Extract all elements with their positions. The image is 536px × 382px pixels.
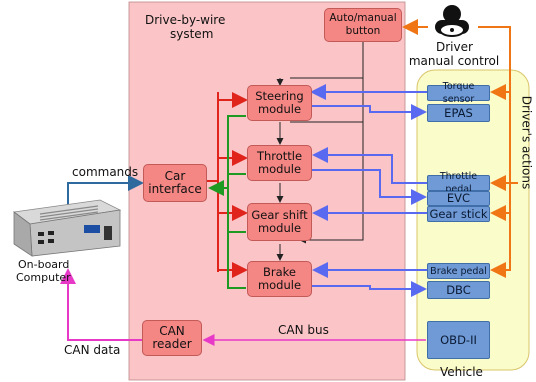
- evc-part: EVC: [427, 191, 490, 206]
- system-title-line1: Drive-by-wire: [145, 13, 226, 27]
- brake-pedal-part: Brake pedal: [427, 263, 490, 279]
- torque-sensor-part: Torque sensor: [427, 81, 490, 105]
- driver-label-line1: Driver: [436, 40, 473, 54]
- commands-edge-label: commands: [72, 165, 139, 179]
- auto-manual-button[interactable]: Auto/manual button: [324, 8, 402, 42]
- computer-label-line1: On-board: [18, 258, 70, 271]
- obd-ii-part: OBD-II: [427, 321, 490, 359]
- driver-label-line2: manual control: [408, 54, 500, 68]
- can-data-edge-label: CAN data: [64, 343, 121, 357]
- throttle-module: Throttle module: [247, 145, 312, 181]
- throttle-pedal-part: Throttle pedal: [427, 171, 490, 195]
- can-bus-edge-label: CAN bus: [278, 323, 329, 337]
- steering-module: Steering module: [247, 85, 312, 121]
- gear-stick-part: Gear stick: [427, 206, 490, 222]
- car-interface-box: Car interface: [143, 164, 207, 202]
- computer-icon: [12, 199, 122, 257]
- brake-module: Brake module: [247, 261, 312, 297]
- drivers-actions-label: Driver's actions: [519, 95, 534, 190]
- epas-part: EPAS: [427, 104, 490, 122]
- can-reader-box: CAN reader: [142, 320, 202, 356]
- system-title-line2: system: [170, 27, 214, 41]
- dbc-part: DBC: [427, 281, 490, 299]
- vehicle-label: Vehicle: [440, 365, 483, 379]
- computer-label-line2: Computer: [16, 271, 71, 284]
- gear-shift-module: Gear shift module: [247, 203, 312, 241]
- driver-icon: [435, 5, 469, 37]
